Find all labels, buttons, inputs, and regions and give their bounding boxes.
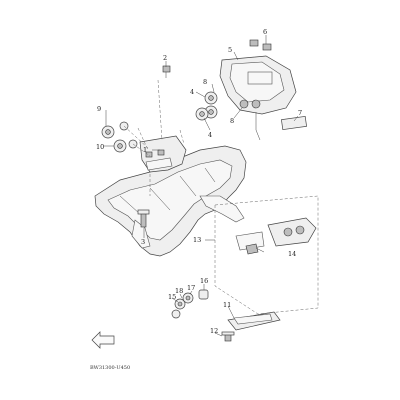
tail-light-unit: [219, 39, 297, 141]
callout-6: 6: [263, 28, 267, 36]
part-12-screw: [221, 331, 235, 342]
parts-9-10-grommets: [101, 121, 151, 157]
callout-11: 11: [223, 301, 231, 309]
callout-15: 15: [168, 293, 176, 301]
inset-box-13: [214, 195, 319, 315]
callout-8-upper: 8: [203, 78, 207, 86]
callout-1: 1: [143, 146, 147, 154]
callout-13: 13: [193, 236, 201, 244]
callout-5: 5: [228, 46, 232, 54]
callout-7: 7: [298, 109, 302, 117]
diagram-code: BW31300-U450: [90, 365, 130, 371]
callout-10: 10: [96, 143, 104, 151]
callout-4-lower: 4: [208, 131, 212, 139]
leader-lines: [104, 35, 299, 337]
part-7-pad: [281, 115, 307, 131]
callout-4-upper: 4: [190, 88, 194, 96]
grommet-set-upper: [195, 91, 218, 121]
front-direction-arrow-icon: [91, 331, 115, 349]
license-bracket: [139, 135, 187, 173]
license-light: [235, 217, 317, 255]
callout-9: 9: [97, 105, 101, 113]
part-3-bolt: [137, 209, 150, 228]
callout-14: 14: [288, 250, 296, 258]
part-2-screw: [162, 65, 171, 78]
callout-2: 2: [163, 54, 167, 62]
rear-fender: [94, 145, 247, 257]
callout-3: 3: [141, 238, 145, 246]
callout-12: 12: [210, 327, 218, 335]
callout-17: 17: [187, 284, 195, 292]
callout-8-lower: 8: [230, 117, 234, 125]
license-plate-part-11: [227, 311, 281, 331]
callout-18: 18: [175, 287, 183, 295]
callout-16: 16: [200, 277, 208, 285]
